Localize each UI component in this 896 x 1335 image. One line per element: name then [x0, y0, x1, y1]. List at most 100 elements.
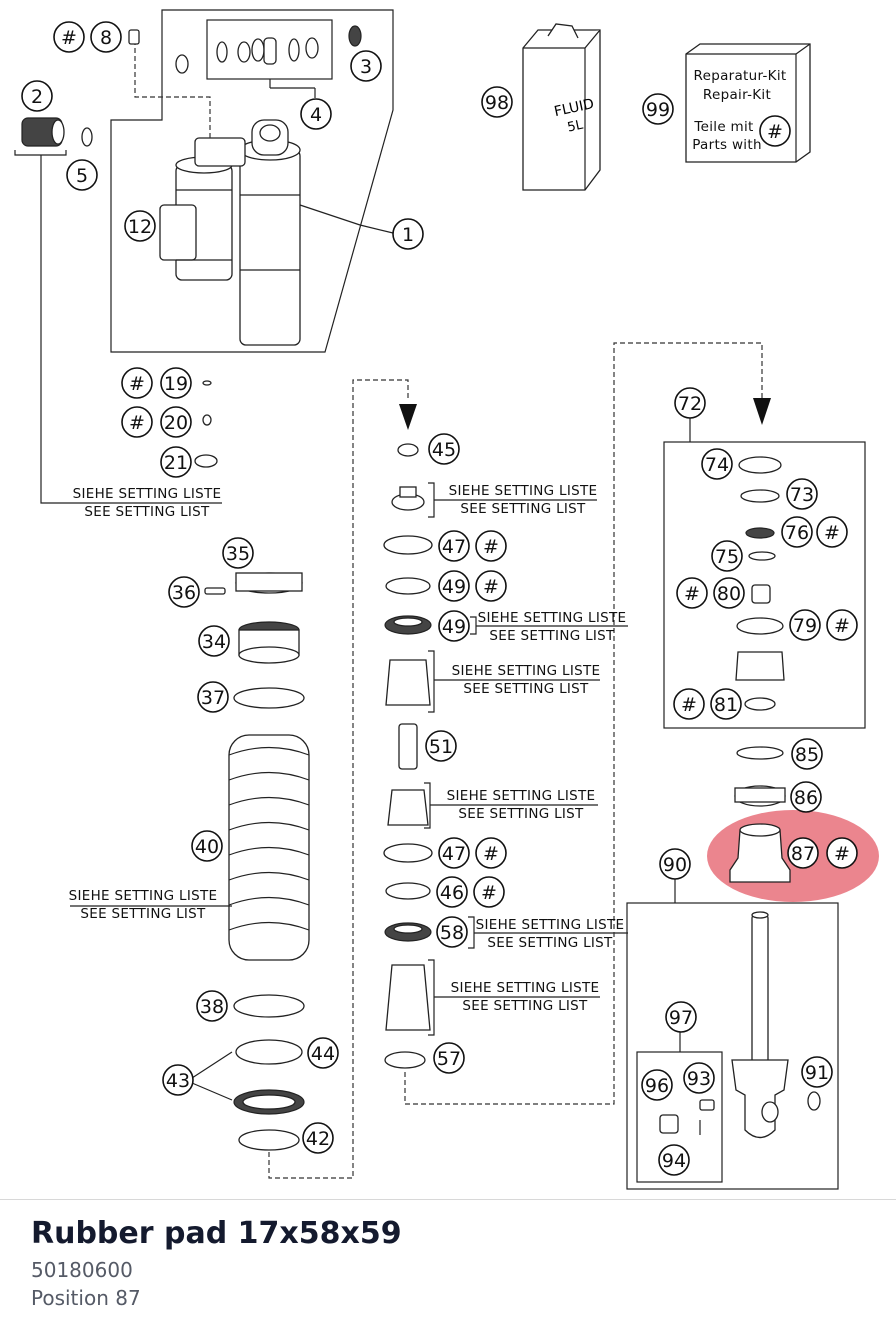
callout-99: 99	[642, 93, 674, 125]
svg-text:72: 72	[678, 393, 702, 415]
svg-text:1: 1	[402, 224, 414, 246]
svg-text:86: 86	[794, 787, 818, 809]
svg-text:43: 43	[166, 1070, 190, 1092]
svg-text:90: 90	[663, 854, 687, 876]
svg-text:#: #	[483, 536, 499, 558]
fluid-can-icon: FLUID 5L	[522, 23, 601, 191]
svg-text:#: #	[481, 882, 497, 904]
svg-text:73: 73	[790, 484, 814, 506]
callout-19: 19	[160, 367, 192, 399]
callout-hash: #	[121, 406, 153, 438]
callout-97: 97	[665, 1001, 697, 1033]
svg-text:34: 34	[202, 631, 226, 653]
callout-81: 81	[710, 688, 742, 720]
small-parts-19-21	[194, 380, 218, 468]
svg-text:#: #	[824, 522, 840, 544]
callout-hash: #	[121, 367, 153, 399]
svg-text:98: 98	[485, 92, 509, 114]
svg-text:3: 3	[360, 56, 372, 78]
callout-79: 79	[789, 609, 821, 641]
fluid-volume: 5L	[566, 117, 585, 135]
assembly-box-72	[663, 441, 866, 729]
callout-hash: #	[676, 577, 708, 609]
assembly-frame-1	[110, 9, 394, 353]
callout-72: 72	[674, 387, 706, 419]
callout-3: 3	[350, 50, 382, 82]
spring-stack-parts	[204, 572, 305, 1151]
valve-stack-parts	[383, 443, 433, 1069]
callout-34: 34	[198, 625, 230, 657]
setting-label-de: SIEHE SETTING LISTE	[452, 663, 601, 679]
callout-90: 90	[659, 848, 691, 880]
setting-label-de: SIEHE SETTING LISTE	[447, 788, 596, 804]
setting-labels-layer: SIEHE SETTING LISTE SEE SETTING LIST SIEHE…	[69, 483, 627, 1014]
callout-86: 86	[790, 781, 822, 813]
svg-text:80: 80	[717, 583, 741, 605]
callout-2: 2	[21, 80, 53, 112]
callout-96: 96	[641, 1069, 673, 1101]
callout-hash: #	[816, 516, 848, 548]
svg-text:75: 75	[715, 546, 739, 568]
svg-text:97: 97	[669, 1007, 693, 1029]
callout-45: 45	[428, 433, 460, 465]
callout-43: 43	[162, 1064, 194, 1096]
callout-49: 49	[438, 610, 470, 642]
callout-hash: #	[475, 570, 507, 602]
svg-text:37: 37	[201, 687, 225, 709]
setting-label-de: SIEHE SETTING LISTE	[69, 888, 218, 904]
svg-text:35: 35	[226, 543, 250, 565]
callout-hash: #	[473, 876, 505, 908]
setting-label-en: SEE SETTING LIST	[84, 504, 210, 520]
setting-label-en: SEE SETTING LIST	[487, 935, 613, 951]
svg-text:36: 36	[172, 582, 196, 604]
setting-label-en: SEE SETTING LIST	[460, 501, 586, 517]
svg-text:57: 57	[437, 1048, 461, 1070]
svg-text:12: 12	[128, 216, 152, 238]
svg-text:49: 49	[442, 576, 466, 598]
nut-left-icon	[175, 54, 189, 74]
setting-label-en: SEE SETTING LIST	[489, 628, 615, 644]
piston-rod-icon	[731, 911, 789, 1139]
callout-44: 44	[307, 1037, 339, 1069]
svg-text:79: 79	[793, 615, 817, 637]
callout-47: 47	[438, 530, 470, 562]
callout-51: 51	[425, 730, 457, 762]
assembly-box-90	[626, 902, 839, 1190]
svg-text:76: 76	[785, 522, 809, 544]
callout-73: 73	[786, 478, 818, 510]
repair-kit-box-icon: Reparatur-Kit Repair-Kit Teile mit Parts…	[685, 43, 811, 163]
svg-text:46: 46	[440, 882, 464, 904]
svg-text:81: 81	[714, 694, 738, 716]
callout-5: 5	[66, 159, 98, 191]
callout-87: 87	[787, 837, 819, 869]
svg-text:8: 8	[100, 27, 112, 49]
svg-text:40: 40	[195, 836, 219, 858]
setting-label-de: SIEHE SETTING LISTE	[478, 610, 627, 626]
kit-parts-en: Parts with	[692, 137, 762, 153]
svg-text:4: 4	[310, 104, 322, 126]
callout-94: 94	[658, 1144, 690, 1176]
svg-text:93: 93	[687, 1068, 711, 1090]
callout-hash: #	[53, 21, 85, 53]
svg-text:96: 96	[645, 1075, 669, 1097]
svg-text:47: 47	[442, 843, 466, 865]
svg-text:49: 49	[442, 616, 466, 638]
callout-hash: #	[759, 115, 791, 147]
kit-parts-de: Teile mit	[693, 119, 753, 135]
svg-text:51: 51	[429, 736, 453, 758]
setting-label-de: SIEHE SETTING LISTE	[451, 980, 600, 996]
callout-hash: #	[475, 837, 507, 869]
box-72-parts	[735, 456, 785, 711]
part-info-panel: Rubber pad 17x58x59 50180600 Position 87	[31, 1212, 402, 1312]
svg-text:20: 20	[164, 412, 188, 434]
svg-text:45: 45	[432, 439, 456, 461]
callout-hash: #	[826, 609, 858, 641]
callout-98: 98	[481, 86, 513, 118]
setting-label-en: SEE SETTING LIST	[80, 906, 206, 922]
part-name: Rubber pad 17x58x59	[31, 1216, 402, 1251]
setting-label-de: SIEHE SETTING LISTE	[476, 917, 625, 933]
svg-text:#: #	[129, 373, 145, 395]
callout-35: 35	[222, 537, 254, 569]
svg-text:#: #	[61, 27, 77, 49]
callout-20: 20	[160, 406, 192, 438]
